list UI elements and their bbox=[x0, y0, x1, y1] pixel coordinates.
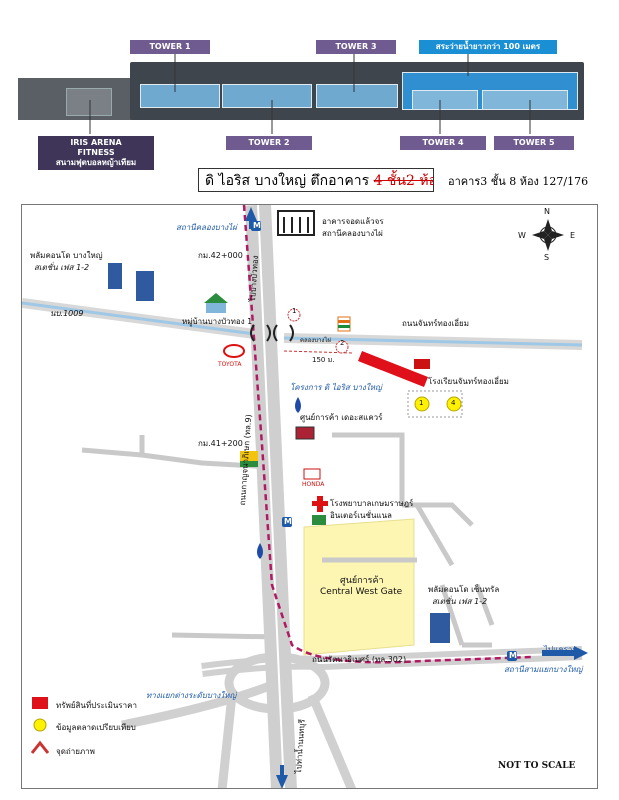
arena-building bbox=[66, 88, 112, 116]
honda-label: HONDA bbox=[302, 481, 325, 488]
location-map: N S E W สถานีคลองบางไผ่ กม.42+000 อาคารจ… bbox=[21, 204, 598, 789]
khlong-label: คลองบางไผ่ bbox=[300, 337, 331, 344]
compass-w: W bbox=[518, 231, 526, 240]
parking-building-label-2: สถานีคลองบางไผ่ bbox=[322, 229, 383, 238]
tower-1-block bbox=[140, 84, 220, 108]
compass-n: N bbox=[544, 207, 550, 216]
condo-left-label-2: สเตชั่น เฟส 1-2 bbox=[34, 263, 90, 272]
hospital-label-2: อินเตอร์เนชั่นแนล bbox=[330, 511, 392, 520]
station-khlong-bang-phai-label: สถานีคลองบางไผ่ bbox=[176, 223, 237, 232]
dashed-marker-2: 2 bbox=[340, 339, 345, 347]
mrt-icon-top: M bbox=[253, 221, 261, 230]
condo-right-label-1: พลัมคอนโด เซ็นทรัล bbox=[428, 585, 500, 594]
site-plan: TOWER 1 TOWER 3 สระว่ายน้ำยาวกว่า 100 เม… bbox=[0, 0, 619, 170]
caption-struck: 4 ชั้น2 ห้อง 128/32 bbox=[373, 173, 433, 189]
market-dot-1: 1 bbox=[419, 399, 424, 407]
market-label: ศูนย์การค้า เดอะสแควร์ bbox=[300, 413, 383, 422]
distance-label: 150 ม. bbox=[312, 356, 335, 364]
km41-label: กม.41+200 bbox=[198, 439, 243, 448]
project-label: โครงการ ดิ ไอริส บางใหญ่ bbox=[290, 383, 382, 392]
market-dot-4: 4 bbox=[451, 399, 456, 407]
not-to-scale-label: NOT TO SCALE bbox=[498, 761, 576, 771]
map-graphics bbox=[22, 205, 588, 788]
km42-label: กม.42+000 bbox=[198, 251, 243, 260]
toyota-label: TOYOTA bbox=[218, 361, 242, 368]
tower-5-label: TOWER 5 bbox=[494, 136, 574, 150]
interchange-label: ทางแยกต่างระดับบางใหญ่ bbox=[146, 691, 237, 700]
condo-left-label-1: พลัมคอนโด บางใหญ่ bbox=[30, 251, 103, 260]
mrt-icon-middle: M bbox=[284, 517, 292, 526]
central-label-1: ศูนย์การค้า bbox=[340, 576, 384, 586]
hospital-label-1: โรงพยาบาลเกษมราษฎร์ bbox=[330, 499, 414, 508]
condo-right-label-2: สเตชั่น เฟส 1-2 bbox=[432, 597, 488, 606]
legend-appraised-property: ทรัพย์สินที่ประเมินราคา bbox=[56, 701, 137, 710]
road-ratanathibet-label: ถนนรัตนาธิเบศร์ (ทล.302) bbox=[312, 655, 407, 664]
dashed-marker-1: 1 bbox=[292, 307, 297, 315]
tower-4-block bbox=[412, 90, 478, 110]
legend-market-comparison: ข้อมูลตลาดเปรียบเทียบ bbox=[56, 723, 136, 732]
arena-label-line3: สนามฟุตบอลหญ้าเทียม bbox=[55, 158, 137, 167]
central-label-2: Central West Gate bbox=[320, 587, 403, 597]
school-label: โรงเรียนจันทร์ทองเอี่ยม bbox=[428, 377, 509, 386]
tower-2-block bbox=[222, 84, 312, 108]
tower-2-label: TOWER 2 bbox=[226, 136, 312, 150]
caption-main: ดิ ไอริส บางใหญ่ ตึกอาคาร bbox=[205, 173, 374, 189]
tower-leader-lines bbox=[89, 52, 531, 134]
caption-correction: อาคาร3 ชั้น 8 ห้อง 127/176 bbox=[448, 175, 589, 188]
road-1009-label: นบ.1009 bbox=[50, 309, 84, 318]
compass-s: S bbox=[544, 253, 550, 262]
road-chanthongiam-label: ถนนจันทร์ทองเอี่ยม bbox=[402, 319, 469, 328]
parking-building-label-1: อาคารจอดแล้วจร bbox=[322, 217, 384, 226]
pool-label: สระว่ายน้ำยาวกว่า 100 เมตร bbox=[419, 40, 557, 54]
tower-3-label: TOWER 3 bbox=[316, 40, 396, 54]
legend-photo-point: จุดถ่ายภาพ bbox=[56, 747, 95, 756]
compass-e: E bbox=[570, 231, 576, 240]
caption-box: ดิ ไอริส บางใหญ่ ตึกอาคาร 4 ชั้น2 ห้อง 1… bbox=[198, 168, 434, 192]
village-label: หมู่บ้านบางบัวทอง 1 bbox=[182, 317, 253, 326]
arena-label: IRIS ARENA FITNESS สนามฟุตบอลหญ้าเทียม bbox=[38, 136, 154, 170]
to-khae-rai-label: ไปแคราย bbox=[544, 645, 578, 654]
tower-1-label: TOWER 1 bbox=[130, 40, 210, 54]
arena-label-line1: IRIS ARENA bbox=[70, 138, 122, 147]
tower-4-label: TOWER 4 bbox=[400, 136, 486, 150]
mrt-icon-right: M bbox=[509, 651, 517, 660]
tower-5-block bbox=[482, 90, 568, 110]
arena-label-line2: FITNESS bbox=[77, 148, 115, 157]
tower-3-block bbox=[316, 84, 398, 108]
station-bang-yai-junction-label: สถานีสามแยกบางใหญ่ bbox=[504, 665, 583, 674]
